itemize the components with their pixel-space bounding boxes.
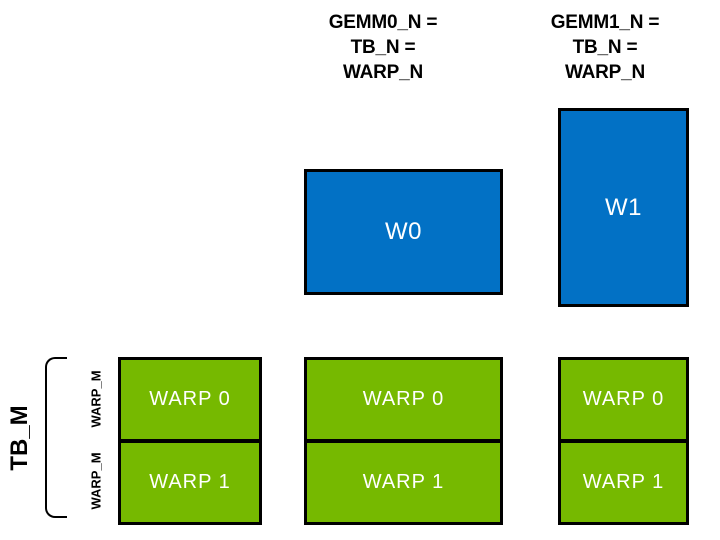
header-line: WARP_N: [342, 62, 424, 83]
tb-m-bracket: [45, 357, 67, 518]
column-header-gemm1: GEMM1_N = TB_N = WARP_N: [505, 10, 705, 85]
tb-m-label: TB_M: [6, 405, 33, 471]
warp-tile-w1: W1: [558, 108, 689, 307]
warp-row: WARP 0: [121, 360, 259, 443]
header-line: TB_N =: [350, 37, 416, 58]
warp-row: WARP 0: [561, 360, 686, 443]
warp-row-label: WARP 0: [149, 388, 231, 410]
warp-m-label-row1: WARP_M: [88, 452, 104, 510]
warp-tile-w0: W0: [304, 169, 503, 295]
warp-row-label: WARP 1: [582, 471, 665, 493]
warp-m-label-row0: WARP_M: [88, 370, 104, 428]
warp-row: WARP 1: [121, 443, 259, 522]
header-line: WARP_N: [564, 62, 646, 83]
threadblock-column-0: WARP 0 WARP 1: [118, 357, 262, 525]
warp-row-label: WARP 1: [149, 471, 231, 493]
warp-tile-label: W0: [385, 218, 422, 245]
warp-row: WARP 1: [307, 443, 500, 522]
threadblock-column-2: WARP 0 WARP 1: [558, 357, 689, 525]
header-line: TB_N =: [572, 37, 638, 58]
warp-row-label: WARP 0: [362, 388, 445, 410]
warp-row-label: WARP 0: [582, 388, 665, 410]
warp-row: WARP 0: [307, 360, 500, 443]
header-line: GEMM1_N =: [550, 12, 660, 33]
warp-row-label: WARP 1: [362, 471, 445, 493]
column-header-gemm0: GEMM0_N = TB_N = WARP_N: [283, 10, 483, 85]
threadblock-column-1: WARP 0 WARP 1: [304, 357, 503, 525]
warp-tile-label: W1: [605, 193, 642, 221]
warp-row: WARP 1: [561, 443, 686, 522]
header-line: GEMM0_N =: [328, 12, 438, 33]
